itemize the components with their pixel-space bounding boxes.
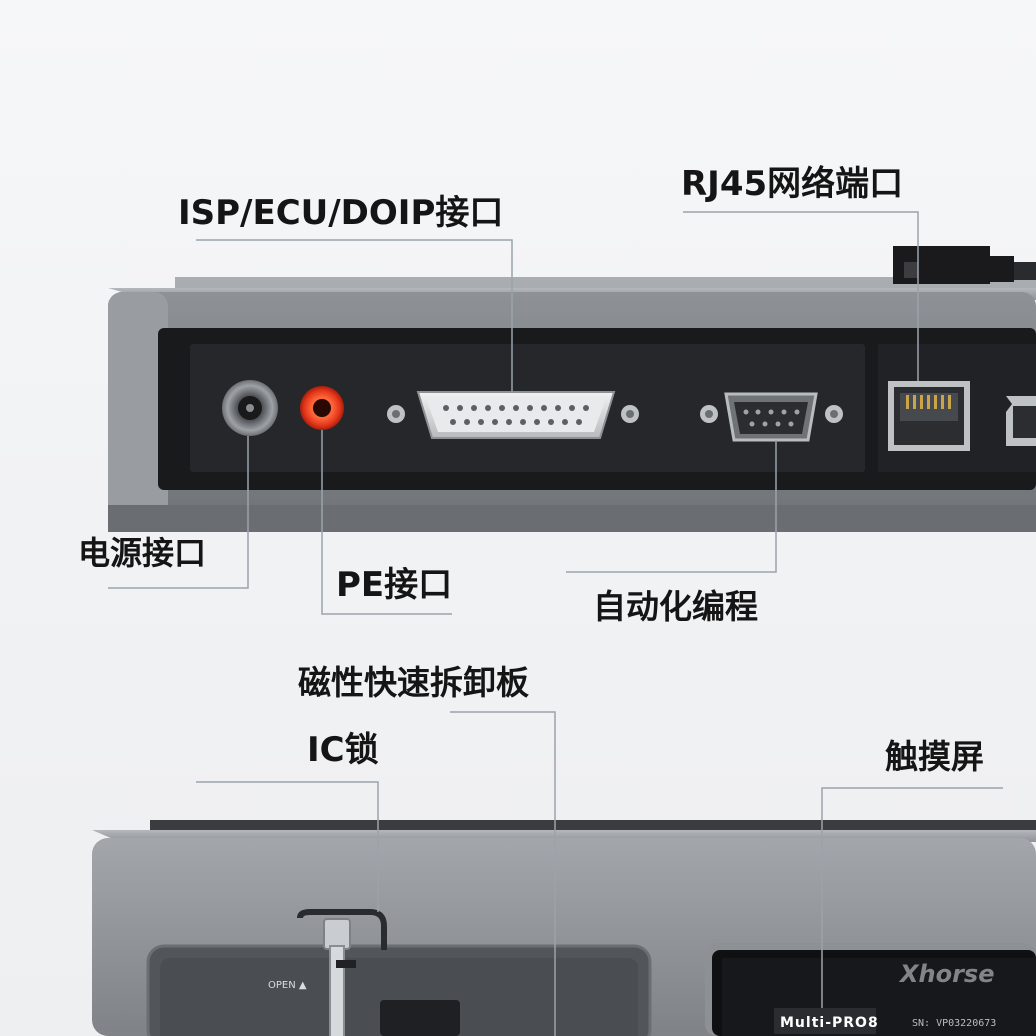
rj45-jack xyxy=(888,381,970,451)
callout-pe-port: PE接口 xyxy=(336,565,453,605)
callout-leader-lines xyxy=(108,211,1003,1036)
touchscreen-display xyxy=(705,943,1036,1036)
callout-touchscreen: 触摸屏 xyxy=(885,737,984,776)
model-name: Multi-PRO8 xyxy=(780,1015,879,1031)
callout-rj45-network-port: RJ45网络端口 xyxy=(681,164,904,204)
open-marker: OPEN ▲ xyxy=(268,980,307,991)
ic-lock-clip xyxy=(297,909,460,1036)
isp-db-connector xyxy=(387,391,639,439)
magnetic-quick-release-board xyxy=(146,944,652,1036)
db9-connector xyxy=(700,392,843,442)
brand-logo: Xhorse xyxy=(900,960,995,988)
callout-power-port: 电源接口 xyxy=(78,534,207,572)
power-jack xyxy=(222,380,278,436)
pe-terminal xyxy=(300,386,344,430)
callout-auto-programming: 自动化编程 xyxy=(593,587,758,626)
callout-ic-lock: IC锁 xyxy=(307,730,379,770)
callout-isp-ecu-doip-port: ISP/ECU/DOIP接口 xyxy=(178,193,504,233)
rj45-cable-plug xyxy=(893,246,1036,284)
usb-b-port xyxy=(1006,396,1036,446)
serial-number: SN: VP03220673 xyxy=(912,1018,997,1029)
callout-magnetic-quick-release-board: 磁性快速拆卸板 xyxy=(298,663,529,702)
